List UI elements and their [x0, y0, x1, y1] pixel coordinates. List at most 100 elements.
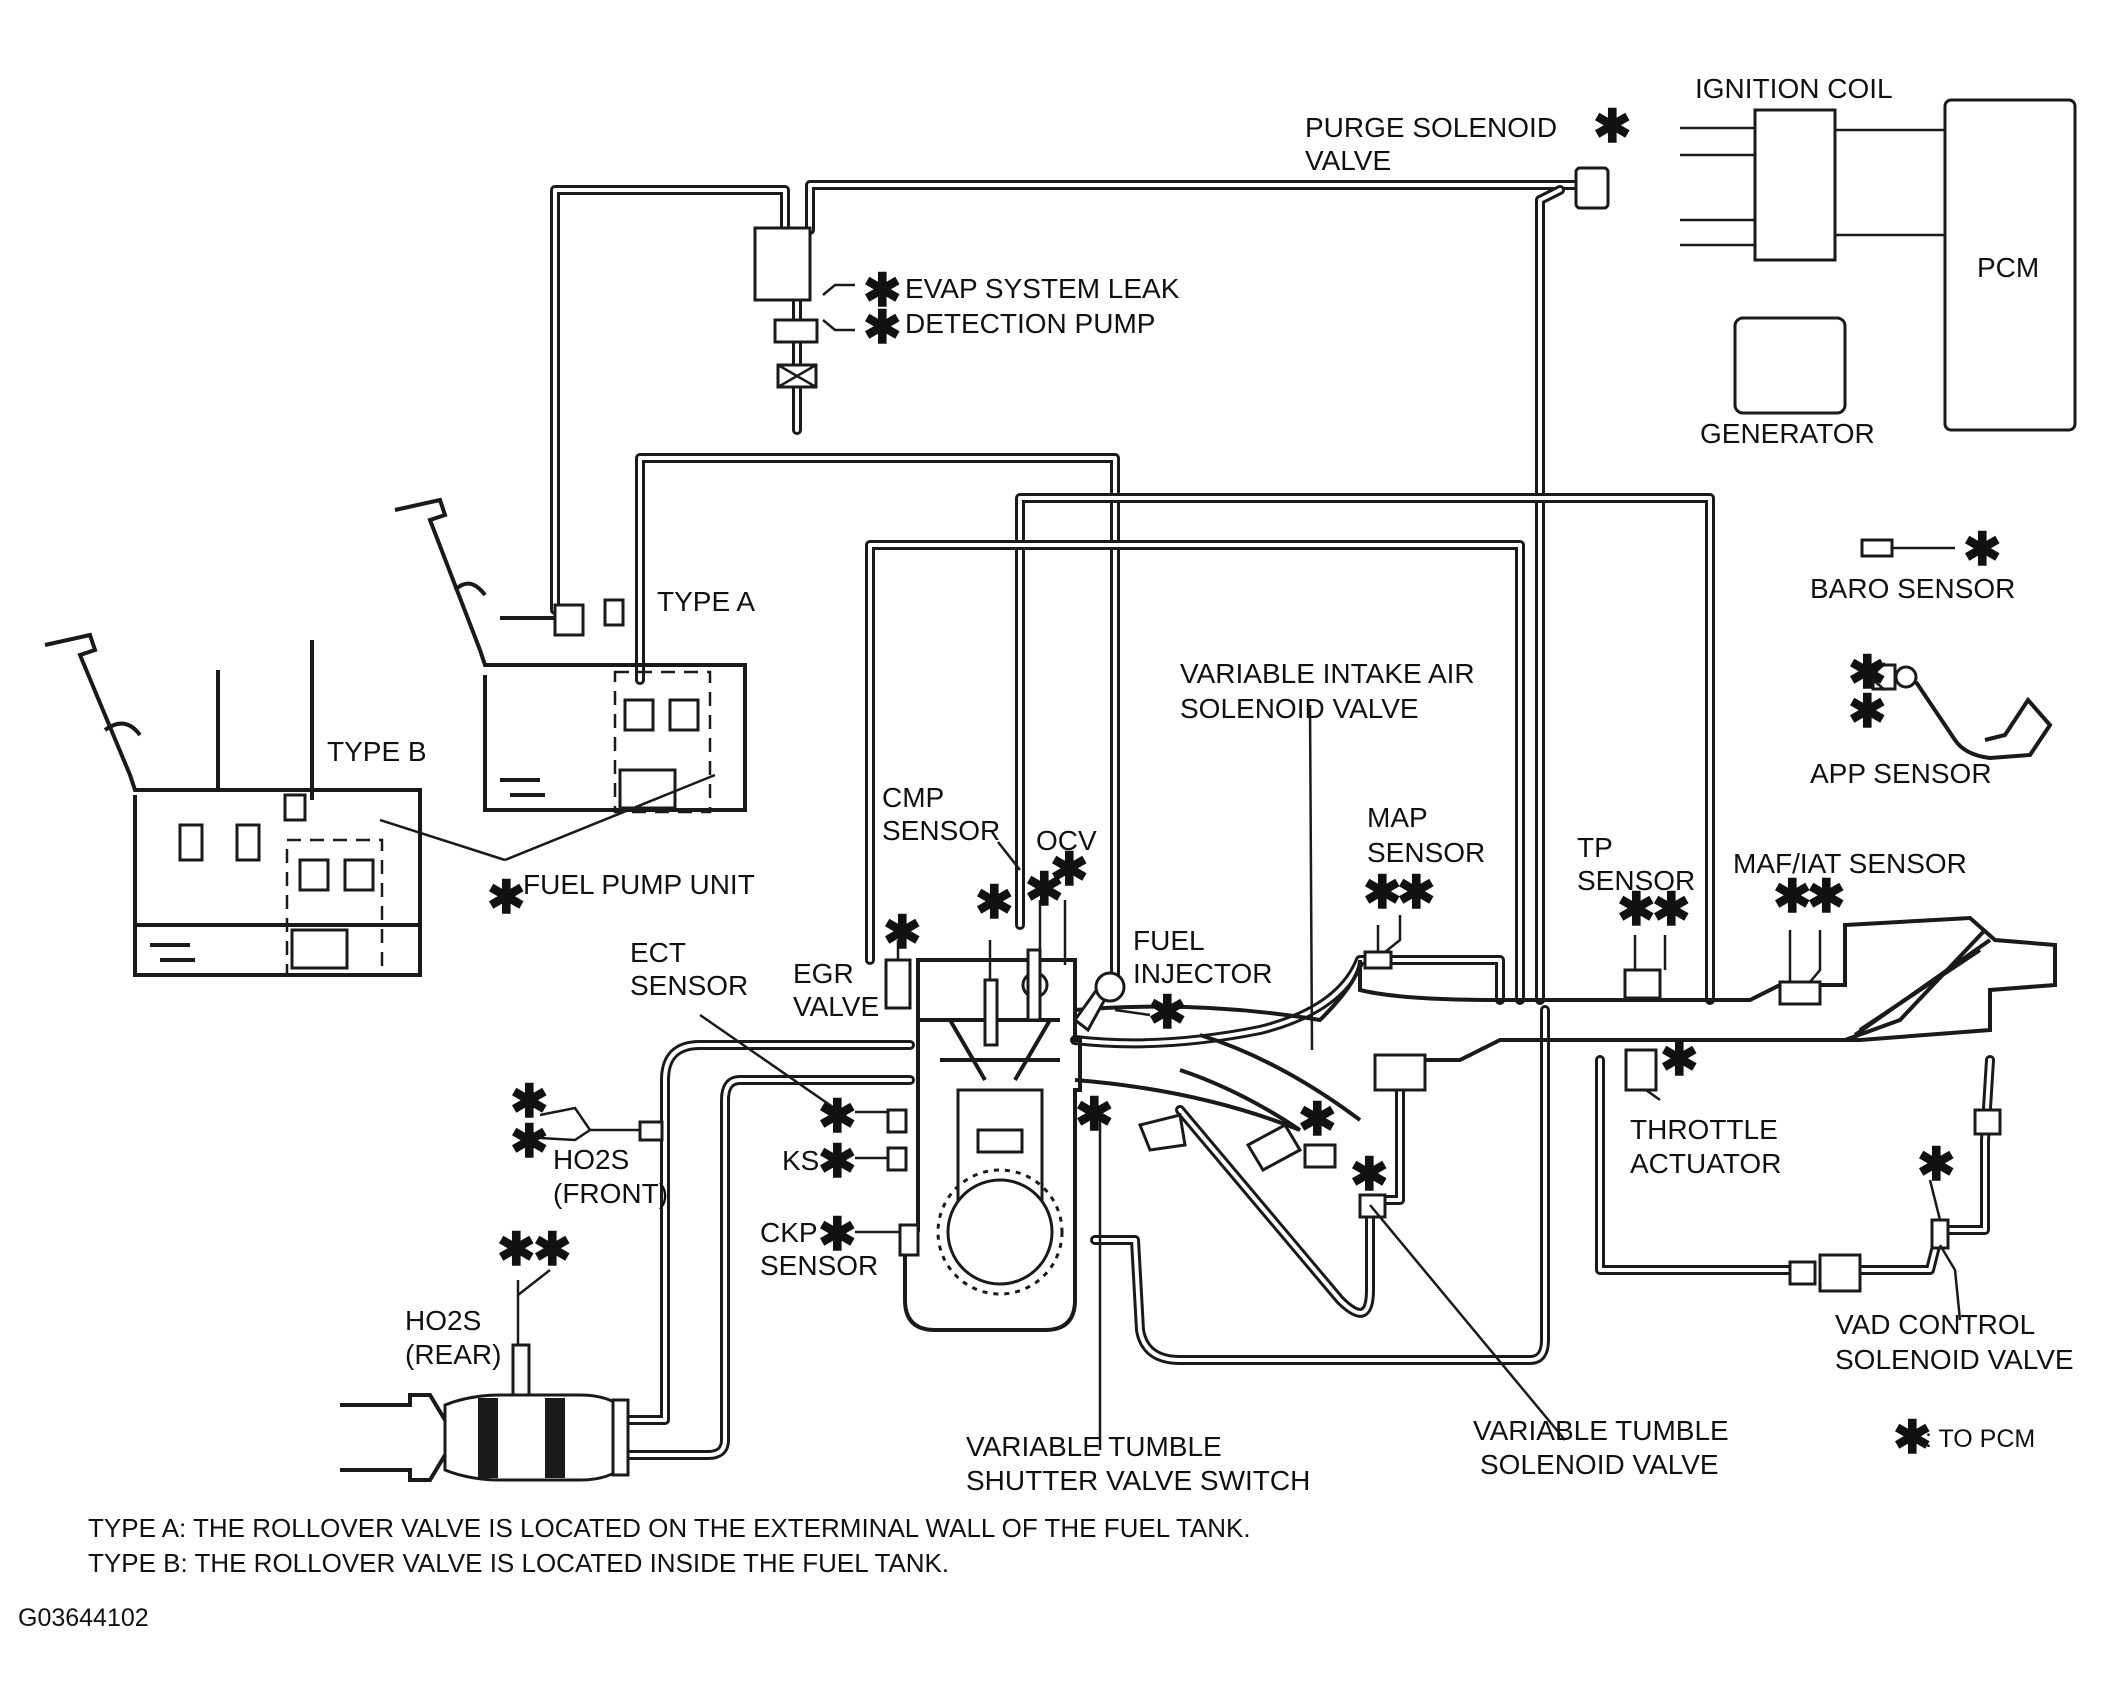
- components: [638, 98, 2077, 1293]
- asterisk-icon: ✱: [818, 1135, 857, 1187]
- pcm-box: [1943, 98, 2077, 432]
- legend-text: : TO PCM: [1925, 1425, 2035, 1453]
- throttle-actuator-label: THROTTLE: [1630, 1114, 1778, 1145]
- type-a-note: TYPE A: THE ROLLOVER VALVE IS LOCATED ON…: [88, 1513, 1251, 1543]
- purge-valve-label: PURGE SOLENOID: [1305, 112, 1557, 143]
- asterisk-icon: ✱: [1807, 870, 1846, 922]
- fuel-tank-type-a: [394, 497, 747, 814]
- charcoal-canister: [753, 226, 812, 302]
- asterisk-icon: ✱: [510, 1075, 549, 1127]
- egr-valve-label: EGR: [793, 958, 854, 989]
- asterisk-icon: ✱: [883, 906, 922, 958]
- asterisk-icon: ✱: [510, 1115, 549, 1167]
- asterisk-icon: ✱: [1148, 986, 1187, 1038]
- ho2s-front-label-2: (FRONT): [553, 1178, 668, 1209]
- app-sensor-label: APP SENSOR: [1810, 758, 1992, 789]
- figure-code: G03644102: [18, 1604, 149, 1632]
- crankshaft-pulley: [946, 1178, 1054, 1286]
- egr-valve-label-2: VALVE: [793, 991, 879, 1022]
- maf-iat-sensor-body: [1778, 980, 1822, 1006]
- asterisk-icon: ✱: [1963, 523, 2002, 575]
- vad-actuator: [1973, 1108, 2002, 1136]
- catalytic-converter: [340, 1343, 630, 1482]
- ect-sensor-body: [886, 1108, 908, 1134]
- ignition-coil-label: IGNITION COIL: [1695, 73, 1893, 104]
- ks-label: KS: [782, 1145, 819, 1176]
- baro-sensor-label: BARO SENSOR: [1810, 573, 2015, 604]
- asterisk-icon: ✱: [497, 1223, 536, 1275]
- map-sensor-label-2: SENSOR: [1367, 837, 1485, 868]
- vtsv-label-2: SOLENOID VALVE: [1480, 1449, 1719, 1480]
- tumble-valve-actuator: [1137, 1113, 1187, 1152]
- asterisk-icon: ✱: [1593, 100, 1632, 152]
- asterisk-icon: ✱: [1652, 883, 1691, 935]
- purge-valve-body: [1574, 166, 1610, 210]
- tp-sensor-label: TP: [1577, 832, 1613, 863]
- ckp-sensor-label: CKP: [760, 1217, 818, 1248]
- asterisk-icon: ✱: [1397, 866, 1436, 918]
- ect-sensor-label-2: SENSOR: [630, 970, 748, 1001]
- evap-pump: [773, 318, 819, 344]
- egr-valve-body: [884, 958, 912, 1010]
- map-sensor-label: MAP: [1367, 802, 1428, 833]
- component-labels: IGNITION COIL PCM GENERATOR PURGE SOLENO…: [327, 73, 2074, 1496]
- fuel-injector-label-2: INJECTOR: [1133, 958, 1273, 989]
- asterisk-icon: ✱: [487, 871, 526, 923]
- cmp-sensor-label: CMP: [882, 782, 944, 813]
- intake-duct: [1074, 915, 2057, 1132]
- footnotes: TYPE A: THE ROLLOVER VALVE IS LOCATED ON…: [18, 1513, 1251, 1632]
- tp-sensor-label-2: SENSOR: [1577, 865, 1695, 896]
- asterisk-icon: ✱: [1660, 1033, 1699, 1085]
- asterisk-icon: ✱: [863, 264, 902, 316]
- cmp-sensor-label-2: SENSOR: [882, 815, 1000, 846]
- asterisk-icon: ✱: [975, 876, 1014, 928]
- evap-pump-label: EVAP SYSTEM LEAK: [905, 273, 1180, 304]
- asterisk-icon: ✱: [818, 1208, 857, 1260]
- asterisk-icon: ✱: [1298, 1093, 1337, 1145]
- leader-lines: [379, 283, 1962, 1450]
- fuel-tank-type-b: [44, 632, 422, 977]
- type-b-note: TYPE B: THE ROLLOVER VALVE IS LOCATED IN…: [88, 1548, 949, 1578]
- asterisk-icon: ✱: [818, 1090, 857, 1142]
- ocv-label: OCV: [1036, 825, 1097, 856]
- ignition-coil-box: [1753, 108, 1837, 262]
- fuel-injector-label: FUEL: [1133, 925, 1205, 956]
- ho2s-front-body: [638, 1120, 664, 1142]
- to-pcm-markers: ✱ ✱ ✱ ✱ ✱ ✱ ✱ ✱ ✱ ✱ ✱ ✱ ✱ ✱ ✱ ✱ ✱ ✱ ✱ ✱ …: [487, 100, 2002, 1463]
- ckp-sensor-label-2: SENSOR: [760, 1250, 878, 1281]
- asterisk-icon: ✱: [1773, 870, 1812, 922]
- pcm-label: PCM: [1977, 252, 2039, 283]
- vtsv-body: [1358, 1193, 1387, 1219]
- asterisk-icon: ✱: [1848, 646, 1887, 698]
- asterisk-icon: ✱: [1363, 866, 1402, 918]
- ho2s-rear-body: [511, 1343, 531, 1397]
- asterisk-icon: ✱: [1848, 685, 1887, 737]
- via-solenoid-label-2: SOLENOID VALVE: [1180, 693, 1419, 724]
- asterisk-icon: ✱: [1917, 1138, 1956, 1190]
- purge-valve-label-2: VALVE: [1305, 145, 1391, 176]
- map-sensor-body: [1363, 950, 1393, 970]
- baro-sensor-body: [1860, 538, 1894, 558]
- vad-solenoid-body: [1930, 1218, 1950, 1250]
- vad-check-valve: [1818, 1253, 1862, 1293]
- asterisk-icon: ✱: [1350, 1148, 1389, 1200]
- generator-label: GENERATOR: [1700, 418, 1875, 449]
- legend-asterisk-icon: ✱: [1893, 1411, 1932, 1463]
- ho2s-rear-label: HO2S: [405, 1305, 481, 1336]
- vtssw-label: VARIABLE TUMBLE: [966, 1431, 1222, 1462]
- asterisk-icon: ✱: [863, 301, 902, 353]
- ho2s-rear-label-2: (REAR): [405, 1339, 501, 1370]
- vtssw-label-2: SHUTTER VALVE SWITCH: [966, 1465, 1310, 1496]
- asterisk-icon: ✱: [1617, 883, 1656, 935]
- ect-sensor-label: ECT: [630, 937, 686, 968]
- vtsv-label: VARIABLE TUMBLE: [1473, 1415, 1729, 1446]
- vad-solenoid-label: VAD CONTROL: [1835, 1309, 2035, 1340]
- ho2s-front-label: HO2S: [553, 1144, 629, 1175]
- asterisk-icon: ✱: [533, 1223, 572, 1275]
- asterisk-icon: ✱: [1050, 843, 1089, 895]
- ckp-sensor-body: [898, 1223, 920, 1257]
- type-a-label: TYPE A: [657, 586, 755, 617]
- fuel-pump-unit-label: FUEL PUMP UNIT: [523, 869, 755, 900]
- asterisk-icon: ✱: [1025, 863, 1064, 915]
